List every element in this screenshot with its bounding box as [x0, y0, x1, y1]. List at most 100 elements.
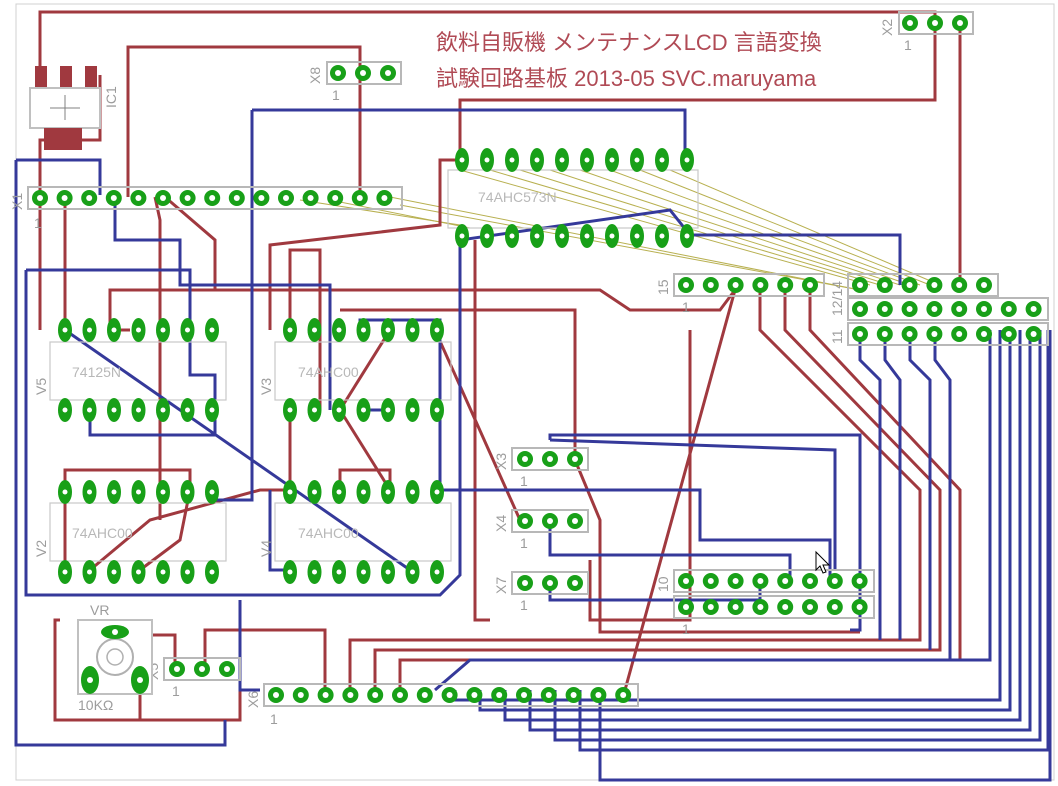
- pin-hole: [385, 489, 391, 495]
- pin-hole: [287, 569, 293, 575]
- pin1-x8: 1: [332, 87, 340, 103]
- pad-hole: [297, 692, 304, 698]
- header-x3: X3 1: [493, 447, 589, 489]
- pin-hole: [410, 327, 415, 333]
- trimmer-vr: VR 10KΩ: [77, 602, 153, 713]
- pin-hole: [385, 569, 391, 575]
- pad-hole: [857, 282, 863, 288]
- pad-hole: [683, 578, 689, 584]
- pin-hole: [634, 233, 640, 239]
- pin-hole: [534, 233, 540, 239]
- pad-hole: [233, 195, 240, 201]
- pad-hole: [258, 195, 265, 201]
- board-title-line1: 飲料自販機 メンテナンスLCD 言語変換: [436, 30, 822, 55]
- pad-hole: [931, 331, 938, 337]
- pad-hole: [707, 282, 714, 288]
- pad-hole: [209, 195, 216, 201]
- pin-hole: [634, 157, 640, 163]
- pin1-15: 1: [682, 299, 690, 315]
- label-v4-chip: 74AHC00: [298, 525, 359, 541]
- pin-hole: [484, 233, 490, 239]
- pin-hole: [336, 407, 342, 413]
- pin-hole: [111, 569, 117, 575]
- pad-hole: [732, 578, 739, 584]
- pin-hole: [584, 157, 590, 163]
- pin-hole: [62, 569, 68, 575]
- pin-hole: [87, 327, 92, 333]
- pin-hole: [287, 327, 293, 333]
- pin-hole: [484, 157, 490, 163]
- pin-hole: [136, 569, 141, 575]
- pad-hole: [273, 692, 279, 698]
- pin-hole: [559, 233, 565, 239]
- pin-hole: [111, 407, 117, 413]
- pin-hole: [160, 407, 166, 413]
- pad-hole: [620, 692, 627, 698]
- pin-hole: [361, 407, 366, 413]
- pin-hole: [609, 157, 615, 163]
- pad-hole: [981, 282, 987, 288]
- pin-hole: [185, 327, 190, 333]
- board-title-line2: 試験回路基板 2013-05 SVC.maruyama: [436, 66, 817, 91]
- header-15: 15 1: [655, 273, 825, 315]
- pin-hole: [62, 327, 68, 333]
- pad-hole: [956, 331, 963, 337]
- pad-hole: [1005, 331, 1012, 337]
- pin-hole: [385, 327, 391, 333]
- pad-hole: [857, 331, 863, 337]
- pad-hole: [397, 692, 403, 698]
- pad-hole: [981, 331, 987, 337]
- header-x7: X7 1: [493, 571, 589, 613]
- pad-hole: [831, 578, 838, 584]
- pad-hole: [707, 604, 714, 610]
- pin-hole: [87, 489, 92, 495]
- pad-hole: [372, 692, 379, 698]
- header-10: 10 1: [655, 569, 875, 637]
- pin1-x2: 1: [904, 37, 912, 53]
- label-vr-value: 10KΩ: [78, 697, 113, 713]
- pin1-x1: 1: [34, 215, 42, 231]
- pin-hole: [136, 407, 141, 413]
- label-x2: X2: [879, 19, 895, 36]
- pad-hole: [347, 692, 354, 698]
- label-x4: X4: [493, 515, 509, 532]
- header-x5: X5 1: [145, 657, 241, 699]
- label-11: 11: [829, 329, 845, 344]
- pin-hole: [160, 489, 166, 495]
- pad-hole: [545, 692, 552, 698]
- header-x1: X1 1: [9, 186, 403, 231]
- label-v5-chip: 74125N: [72, 364, 121, 380]
- mouse-pointer-icon: [815, 550, 831, 574]
- chip-v5: 74125N V5: [33, 318, 227, 422]
- label-ic1: IC1: [103, 86, 119, 108]
- pad-hole: [356, 195, 363, 201]
- label-v2-chip: 74AHC00: [72, 525, 133, 541]
- pad-hole: [160, 195, 166, 201]
- pin1-x7: 1: [520, 597, 528, 613]
- pin-hole: [684, 157, 690, 163]
- pad-hole: [881, 282, 888, 288]
- pin-hole: [336, 327, 342, 333]
- label-v5: V5: [33, 378, 49, 395]
- pin-hole: [361, 489, 366, 495]
- pin-hole: [62, 407, 68, 413]
- header-x6: X6 1: [245, 683, 639, 727]
- pin-hole: [209, 569, 215, 575]
- pin-hole: [659, 233, 665, 239]
- pad-hole: [707, 578, 714, 584]
- pad-hole: [135, 195, 142, 201]
- pin-hole: [509, 157, 515, 163]
- pin-hole: [434, 327, 440, 333]
- pin-hole: [459, 157, 465, 163]
- pad-hole: [757, 578, 764, 584]
- regulator-ic1: IC1: [29, 66, 119, 150]
- pad-hole: [856, 604, 863, 610]
- pin-hole: [509, 233, 515, 239]
- pin-hole: [434, 569, 440, 575]
- pad-hole: [322, 692, 329, 698]
- pin-hole: [87, 407, 92, 413]
- pin1-10: 1: [682, 621, 690, 637]
- pad-hole: [332, 195, 339, 201]
- pad-hole: [683, 604, 689, 610]
